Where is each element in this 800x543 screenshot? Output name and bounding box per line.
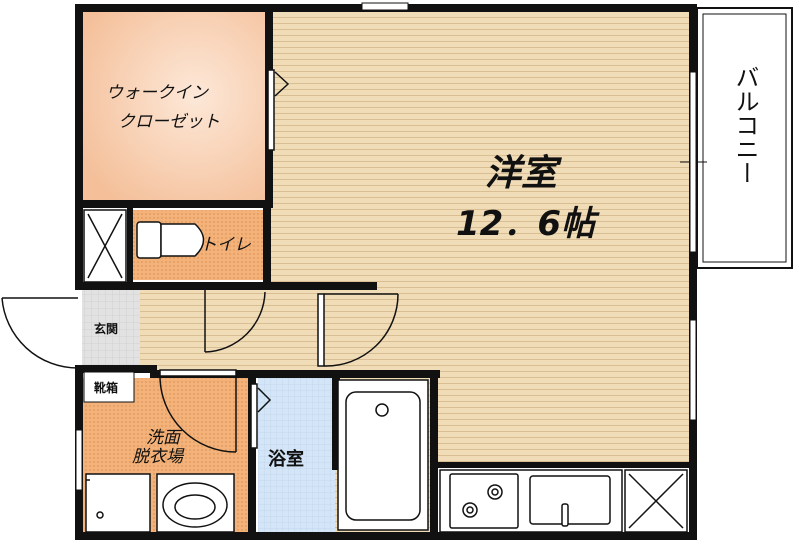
bath-floor (258, 378, 335, 535)
closet-label-line2: クローゼット (118, 112, 220, 132)
kitchen-counter (439, 469, 623, 533)
closet-floor (82, 10, 270, 200)
washbasin (156, 473, 235, 533)
washroom-label-line1: 洗面 (146, 428, 183, 448)
toilet-label: トイレ (200, 235, 251, 255)
bathtub (337, 379, 429, 531)
western-room-size: 12．6帖 (456, 204, 600, 244)
shoe-box-label: 靴箱 (94, 380, 118, 395)
balcony-label: バルコニー (731, 65, 759, 185)
bath-label: 浴室 (268, 448, 304, 470)
hall-floor (140, 290, 375, 370)
balcony-floor (697, 10, 792, 268)
closet-label-line1: ウォークイン (106, 83, 209, 103)
entrance-label: 玄関 (94, 321, 118, 336)
interior-doors (159, 69, 399, 453)
storage-cabinet (83, 209, 688, 533)
western-room-name: 洋室 (485, 153, 562, 194)
entrance-floor (82, 290, 140, 370)
windows (75, 2, 697, 491)
shoe-box-area (83, 371, 135, 403)
toilet-fixture (136, 221, 205, 259)
washroom-label-line2: 脱衣場 (132, 447, 185, 467)
entry-door (1, 297, 79, 369)
washing-machine-pan (85, 473, 151, 533)
